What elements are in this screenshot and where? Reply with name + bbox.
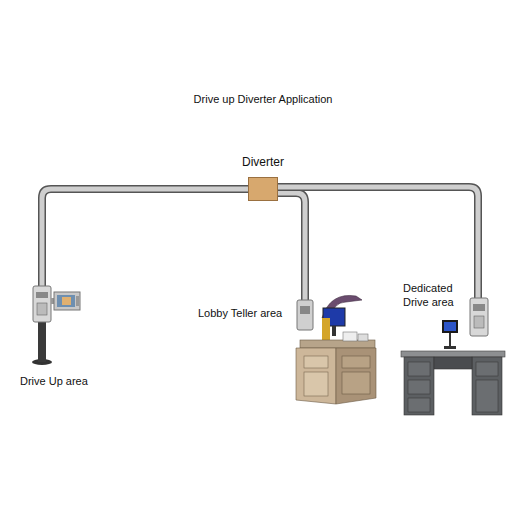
dedicated-drive-station: Dedicated Drive area: [400, 278, 506, 420]
drive-up-station: Drive Up area: [12, 280, 108, 392]
pneumatic-tube: [42, 189, 248, 280]
lobby-teller-desk: [296, 295, 376, 404]
pneumatic-tube: [278, 187, 478, 278]
station-label: Dedicated Drive area: [403, 281, 461, 309]
drive-up-kiosk: [32, 286, 80, 365]
lobby-teller-station: Lobby Teller area: [194, 288, 378, 416]
pneumatic-tube: [278, 193, 305, 288]
dedicated-drive-desk: [401, 298, 505, 415]
station-label: Lobby Teller area: [198, 306, 294, 320]
station-label: Drive Up area: [20, 374, 88, 388]
diverter-node: Diverter: [230, 153, 296, 203]
diverter-label: Diverter: [230, 155, 296, 169]
diverter-box: [248, 177, 278, 201]
diagram-title: Drive up Diverter Application: [0, 93, 520, 105]
